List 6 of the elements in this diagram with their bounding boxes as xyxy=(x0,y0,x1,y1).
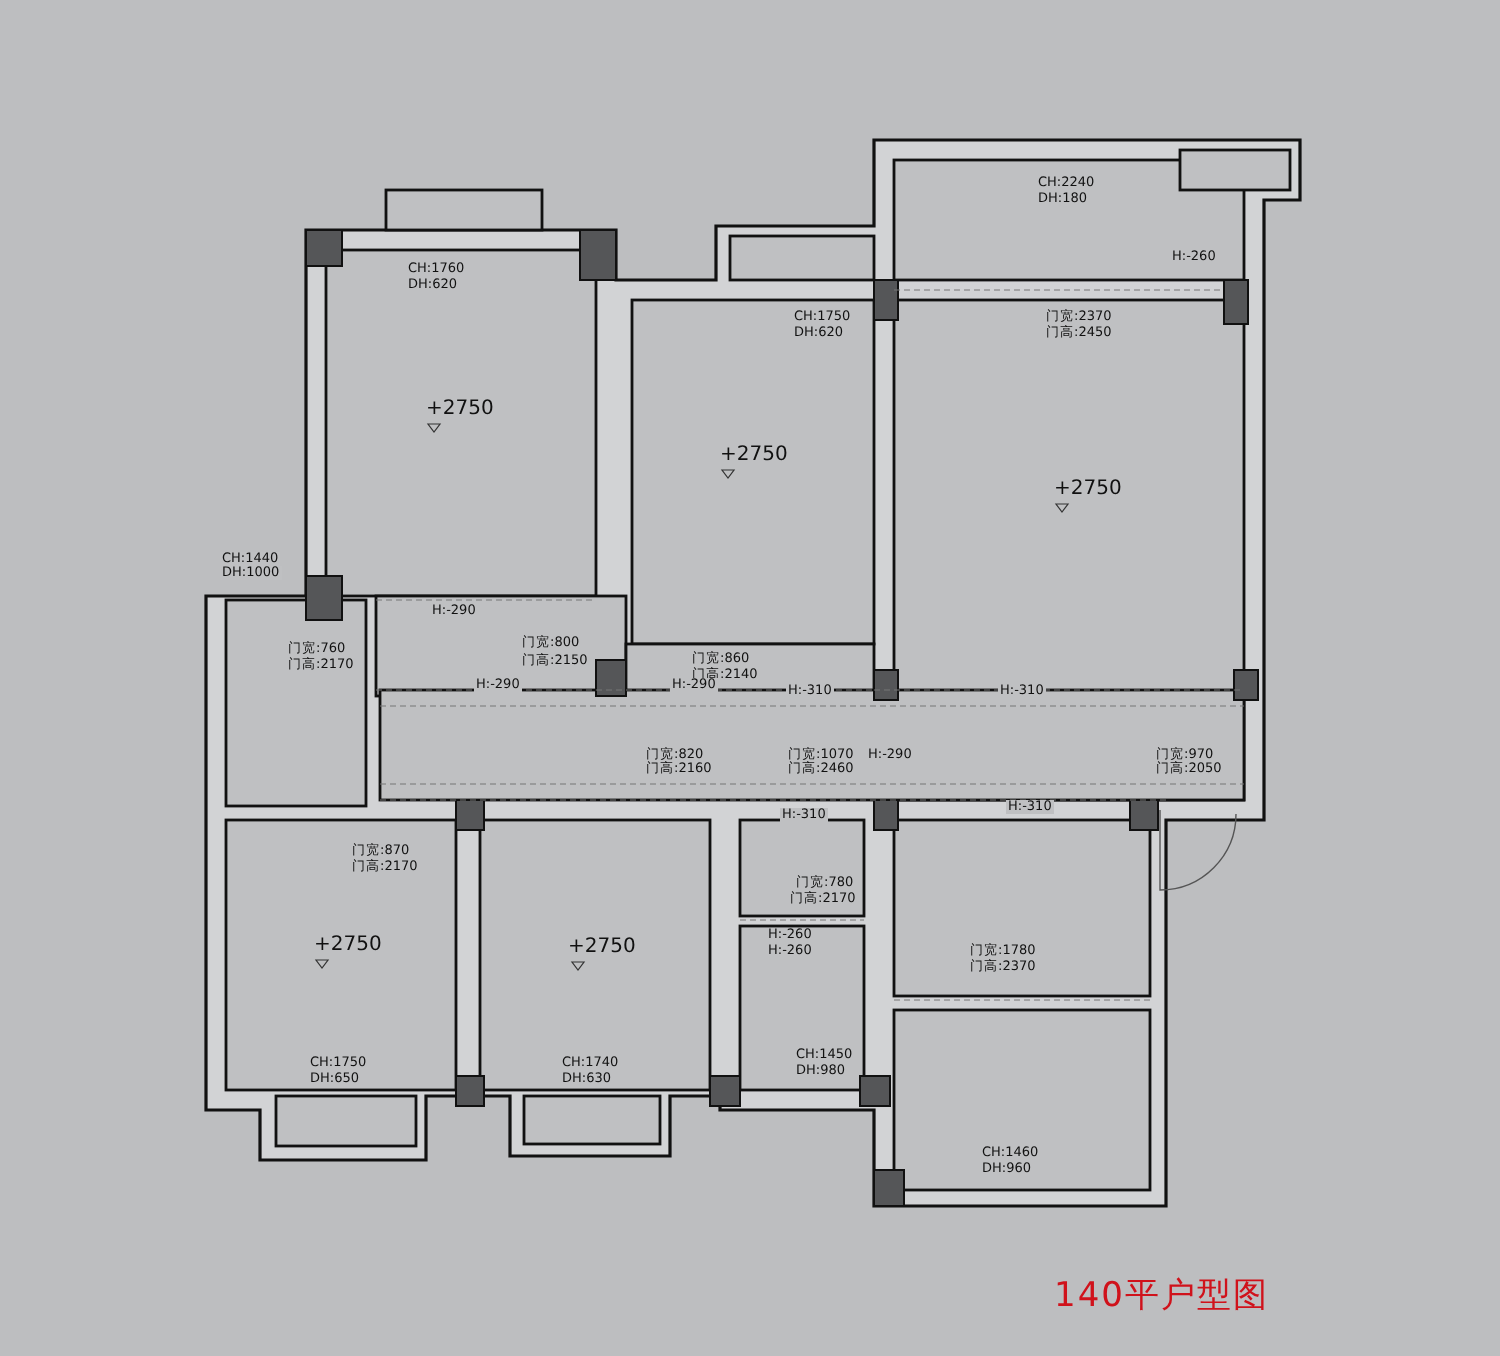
floor-elevation-label: +2750 xyxy=(424,398,496,420)
floor-elevation-label: +2750 xyxy=(1052,478,1124,500)
caption: 140平户型图 xyxy=(1054,1274,1269,1318)
floor-elevation-label: +2750 xyxy=(312,934,384,956)
floor-elevation-label: +2750 xyxy=(718,444,790,466)
floor-elevation-label: +2750 xyxy=(566,936,638,958)
